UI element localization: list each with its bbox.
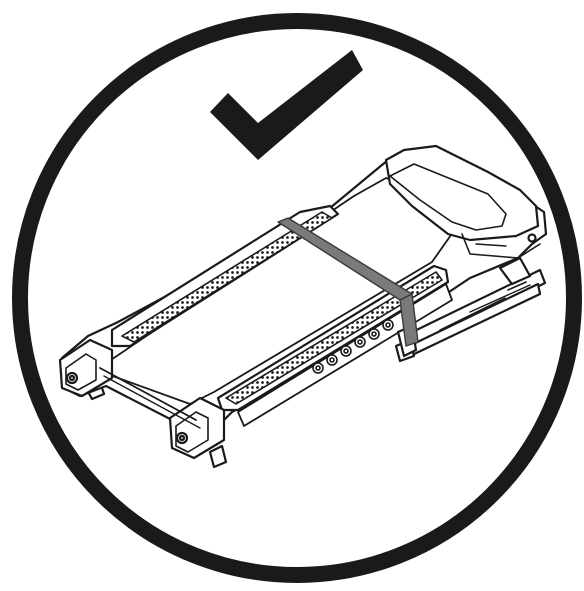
perforated-step-left	[121, 211, 333, 343]
approved-circle-icon	[12, 13, 582, 583]
rear-roller	[99, 367, 197, 421]
adjustment-knobs	[312, 319, 394, 374]
checkmark-icon	[210, 50, 363, 160]
rear-foot-front	[208, 444, 228, 469]
strap-side	[399, 293, 419, 347]
securing-strap-icon	[277, 217, 419, 347]
folded-treadmill-icon	[58, 144, 548, 469]
perforated-step-right	[225, 271, 443, 405]
